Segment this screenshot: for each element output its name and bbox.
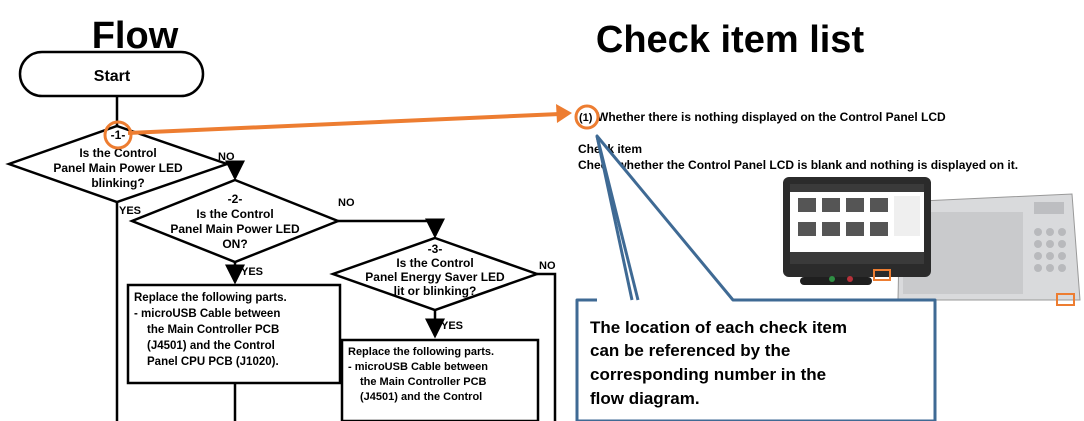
connector-d1-no [225, 160, 245, 181]
action1-line1: Replace the following parts. [134, 292, 287, 304]
callout-tail [595, 135, 640, 301]
decision2-no-label: NO [338, 197, 355, 209]
decision2-yes-label: YES [241, 266, 263, 278]
check-item-1-text: Whether there is nothing displayed on th… [597, 110, 946, 124]
action1-line3: the Main Controller PCB [147, 324, 279, 336]
check-item-label: Check item [578, 142, 642, 156]
check-list-heading: Check item list [596, 19, 865, 61]
decision2-id: -2- [228, 192, 243, 206]
action1-line5: Panel CPU PCB (J1020). [147, 356, 279, 368]
flowchart [5, 50, 557, 421]
decision1-no-label: NO [218, 151, 235, 163]
action1-box [126, 283, 342, 385]
decision3-line3: lit or blinking? [394, 284, 477, 298]
decision2-line3: ON? [222, 237, 247, 251]
callout-bubble [575, 134, 937, 421]
action2-line3: the Main Controller PCB [360, 376, 487, 388]
decision2-line2: Panel Main Power LED [170, 222, 300, 236]
start-terminal [18, 50, 205, 98]
decision1-id: -1- [111, 128, 126, 142]
check-item-description: Check whether the Control Panel LCD is b… [578, 158, 1018, 172]
action1-line4: (J4501) and the Control [147, 340, 275, 352]
callout-text: The location of each check item can be r… [590, 318, 847, 408]
action2-text: Replace the following parts. - microUSB … [348, 346, 494, 403]
action2-line1: Replace the following parts. [348, 346, 494, 358]
decision3-id: -3- [428, 242, 443, 256]
decision1-line1: Is the Control [79, 146, 156, 160]
decision1-line2: Panel Main Power LED [53, 161, 183, 175]
decision1-line3: blinking? [91, 176, 144, 190]
callout-line1: The location of each check item [590, 318, 847, 337]
action1-line2: - microUSB Cable between [134, 308, 280, 320]
flow-heading: Flow [92, 15, 179, 57]
callout-line3: corresponding number in the [590, 365, 826, 384]
check-item-1-number: (1) [579, 112, 593, 124]
decision3-no-label: NO [539, 260, 556, 272]
decision2-line1: Is the Control [196, 207, 273, 221]
start-label: Start [94, 68, 131, 85]
link-arrow [127, 104, 572, 135]
action2-line4: (J4501) and the Control [360, 391, 482, 403]
decision3-yes-label: YES [441, 320, 463, 332]
callout-line4: flow diagram. [590, 389, 700, 408]
decision3-line2: Panel Energy Saver LED [365, 270, 505, 284]
check-item-1-highlight [574, 104, 600, 130]
decision1-yes-label: YES [119, 205, 141, 217]
connector-d3-no [537, 272, 557, 421]
callout-line2: can be referenced by the [590, 341, 790, 360]
decision3-line1: Is the Control [396, 256, 473, 270]
connector-d2-no [338, 218, 445, 239]
printer-illustration [783, 177, 1081, 306]
action2-box [340, 338, 540, 421]
action2-line2: - microUSB Cable between [348, 361, 488, 373]
flow-step-1-highlight [103, 120, 133, 150]
action1-text: Replace the following parts. - microUSB … [134, 292, 287, 368]
